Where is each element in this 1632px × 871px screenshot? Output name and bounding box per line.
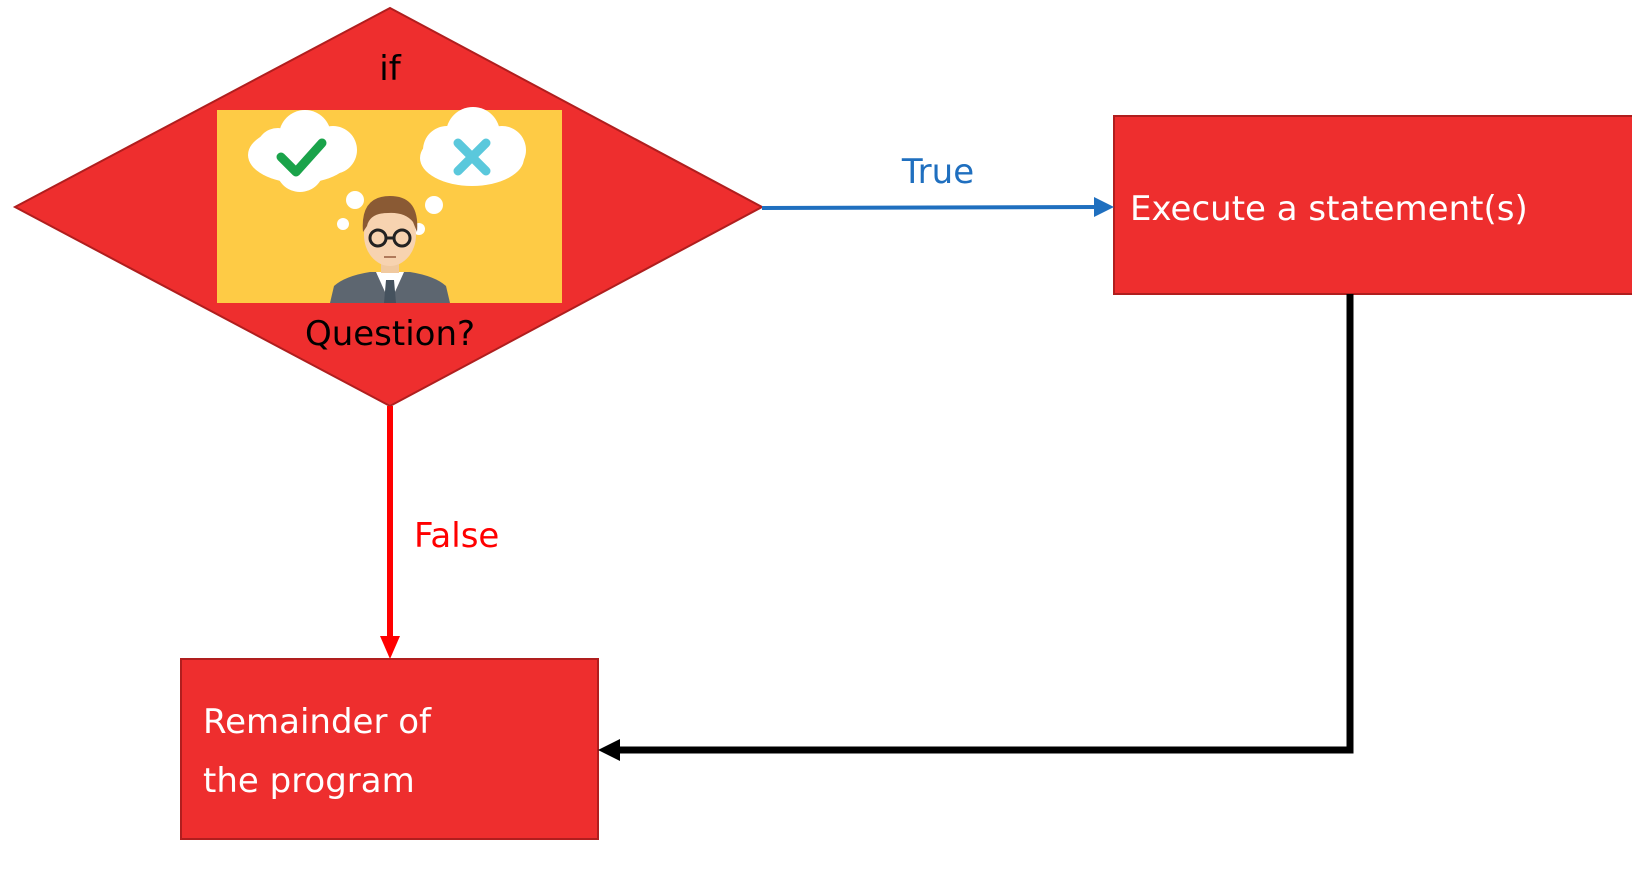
- execute-statements-label: Execute a statement(s): [1130, 189, 1528, 229]
- remainder-label-line1: Remainder of: [203, 702, 432, 742]
- true-edge-label: True: [901, 152, 974, 192]
- cross-thought-bubble-icon: [420, 107, 526, 186]
- true-edge-arrow: [761, 205, 1101, 210]
- remainder-of-program-box: [180, 658, 599, 840]
- true-edge-arrowhead: [1094, 197, 1114, 217]
- false-edge-label: False: [414, 516, 499, 556]
- execute-statements-box: [1113, 115, 1632, 295]
- decision-question-label: Question?: [305, 314, 475, 354]
- return-edge-arrowhead: [598, 739, 620, 761]
- person-icon: [330, 196, 450, 303]
- remainder-label-line2: the program: [203, 761, 415, 801]
- thinking-person-check-cross-icon: [217, 107, 562, 303]
- decision-top-label: if: [379, 49, 401, 89]
- false-edge-arrowhead: [380, 636, 400, 659]
- check-thought-bubble-icon: [248, 110, 357, 192]
- return-edge-arrow: [614, 294, 1354, 754]
